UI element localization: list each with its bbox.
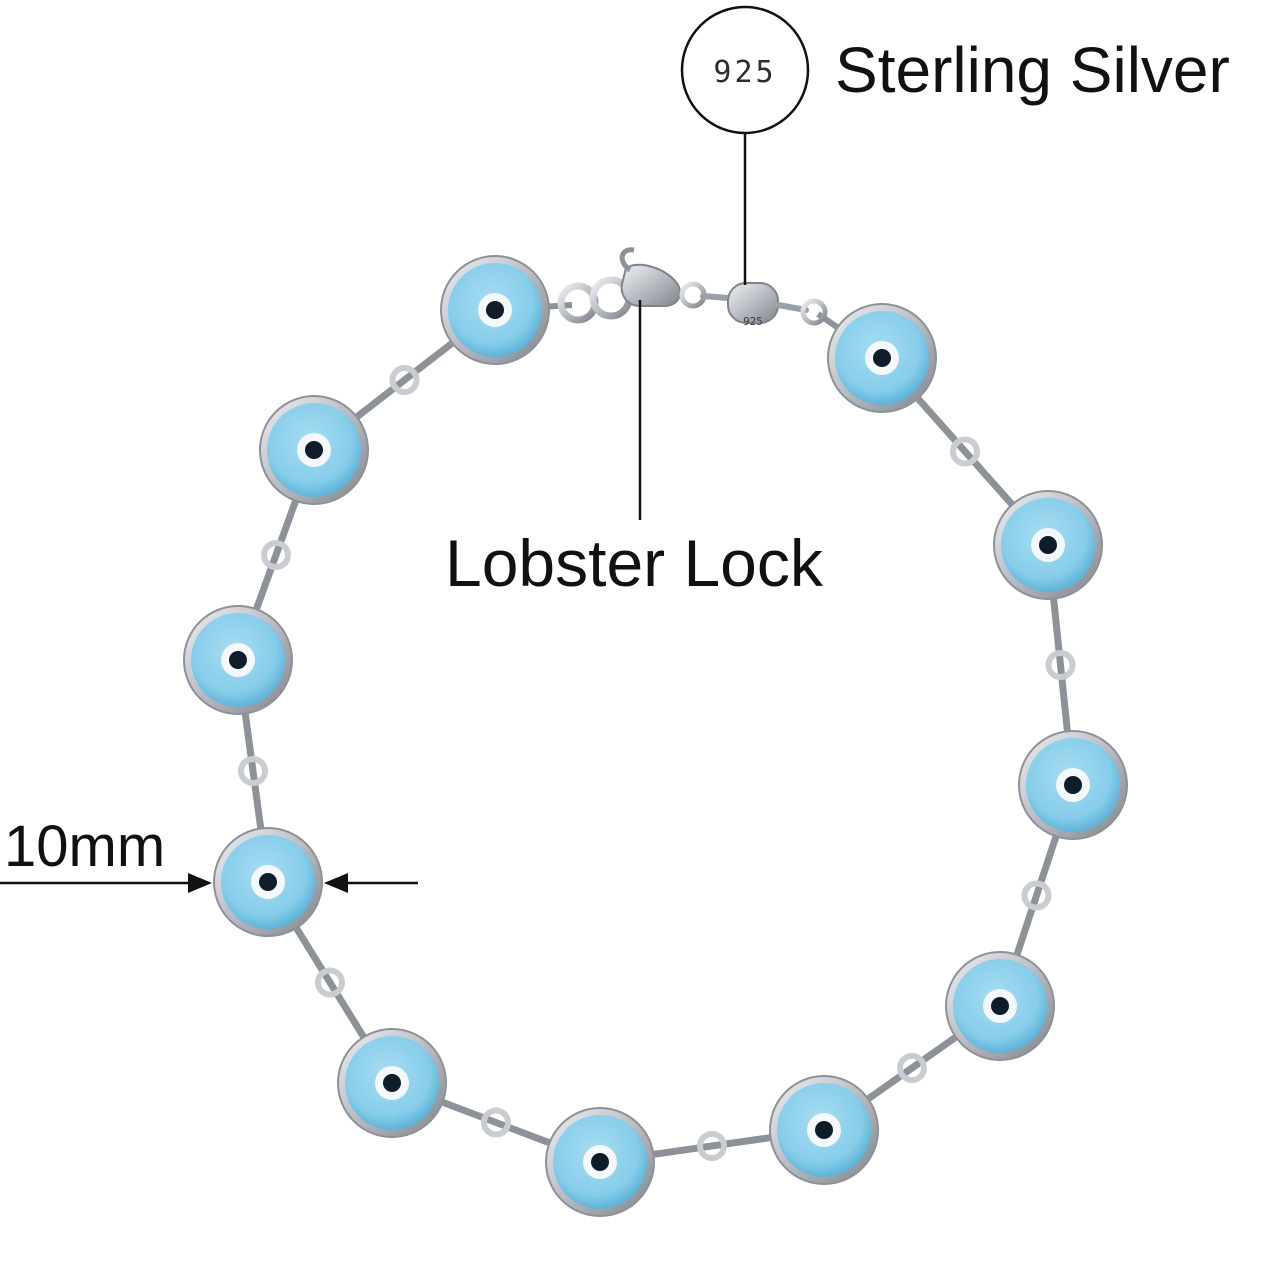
jump-ring <box>315 967 345 998</box>
eye-pupil-icon <box>815 1121 833 1139</box>
charms <box>183 255 1128 1217</box>
evil-eye-charm <box>337 1028 447 1138</box>
lobster-clasp: 925 <box>557 247 828 328</box>
eye-pupil-icon <box>991 997 1009 1015</box>
eye-pupil-icon <box>486 301 504 319</box>
eye-pupil-icon <box>383 1074 401 1092</box>
jump-ring <box>481 1107 511 1138</box>
eye-pupil-icon <box>1039 536 1057 554</box>
size-dimension <box>0 873 418 893</box>
evil-eye-charm <box>993 490 1103 600</box>
evil-eye-charm <box>545 1107 655 1217</box>
eye-pupil-icon <box>305 441 323 459</box>
eye-pupil-icon <box>229 651 247 669</box>
eye-pupil-icon <box>1064 776 1082 794</box>
evil-eye-charm <box>440 255 550 365</box>
chain-link <box>700 293 731 301</box>
eye-pupil-icon <box>259 873 277 891</box>
jump-ring <box>697 1131 727 1161</box>
stamp-callout: 925 <box>680 5 810 285</box>
eye-pupil-icon <box>873 349 891 367</box>
arrow-left-icon <box>324 873 348 893</box>
evil-eye-charm <box>827 303 937 413</box>
jump-ring <box>261 540 291 570</box>
jump-ring <box>800 298 828 326</box>
jump-ring <box>1045 650 1076 680</box>
lobster-clasp-body <box>620 263 681 307</box>
tag-stamp-text: 925 <box>743 315 763 328</box>
evil-eye-charm <box>945 951 1055 1061</box>
jump-ring <box>238 756 268 786</box>
arrow-right-icon <box>188 873 212 893</box>
evil-eye-charm <box>769 1075 879 1185</box>
eye-pupil-icon <box>591 1153 609 1171</box>
jump-ring <box>389 365 420 395</box>
evil-eye-charm <box>183 605 293 715</box>
stamp-text: 925 <box>713 55 776 90</box>
charm-size-label: 10mm <box>4 814 166 879</box>
evil-eye-charm <box>213 827 323 937</box>
evil-eye-charm <box>259 395 369 505</box>
sterling-silver-label: Sterling Silver <box>835 34 1230 106</box>
jump-ring <box>1021 880 1052 911</box>
evil-eye-charm <box>1018 730 1128 840</box>
jump-ring <box>950 436 980 467</box>
jump-ring <box>897 1053 927 1083</box>
lobster-clasp-hook <box>619 247 635 273</box>
lobster-lock-label: Lobster Lock <box>445 526 823 600</box>
